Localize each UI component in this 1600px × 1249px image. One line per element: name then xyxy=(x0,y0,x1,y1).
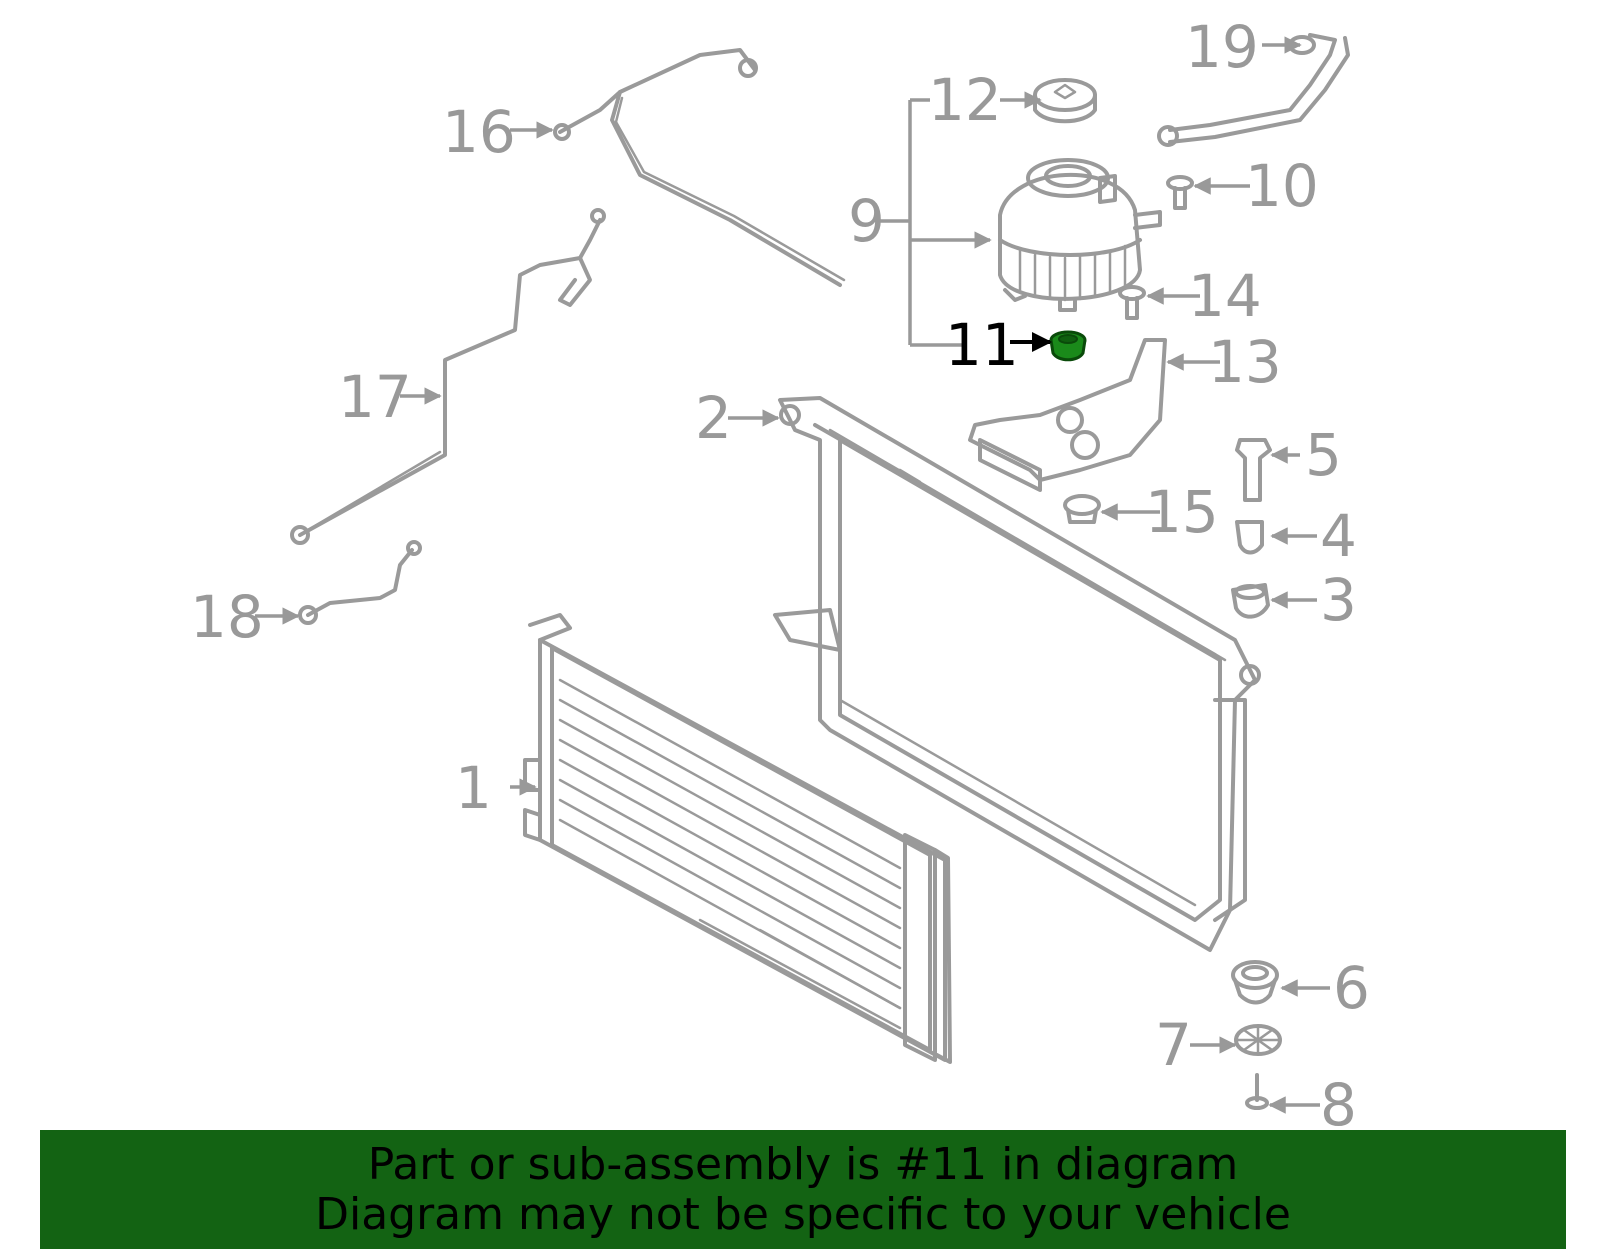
callout-1: 1 xyxy=(455,754,492,822)
banner-line-part-number: Part or sub-assembly is #11 in diagram xyxy=(367,1138,1239,1190)
bolt-part-14[interactable] xyxy=(1118,285,1146,320)
coolant-reservoir-part[interactable] xyxy=(998,158,1162,312)
banner-line-disclaimer: Diagram may not be specific to your vehi… xyxy=(315,1188,1291,1240)
callout-7: 7 xyxy=(1155,1011,1192,1079)
hose-part-17[interactable] xyxy=(290,208,606,545)
callout-12: 12 xyxy=(928,66,1002,134)
callout-11: 11 xyxy=(945,311,1019,379)
info-banner: Part or sub-assembly is #11 in diagram D… xyxy=(40,1130,1566,1249)
callout-17: 17 xyxy=(338,363,412,431)
callout-18: 18 xyxy=(190,583,264,651)
bracket-part-13[interactable] xyxy=(968,338,1167,492)
callout-13: 13 xyxy=(1208,328,1282,396)
radiator-part[interactable] xyxy=(523,613,952,1064)
callout-2: 2 xyxy=(695,384,732,452)
callout-14: 14 xyxy=(1188,262,1262,330)
callout-4: 4 xyxy=(1320,502,1357,570)
callout-16: 16 xyxy=(442,98,516,166)
callout-8: 8 xyxy=(1320,1071,1357,1139)
bolt-part-8[interactable] xyxy=(1245,1073,1269,1110)
callout-labels: 1 2 3 4 5 6 7 8 9 10 11 12 13 14 15 16 1… xyxy=(190,13,1370,1139)
callout-15: 15 xyxy=(1145,478,1219,546)
grommet-part-15[interactable] xyxy=(1063,494,1101,524)
callout-9: 9 xyxy=(848,187,885,255)
hose-part-16[interactable] xyxy=(553,48,846,287)
callout-10: 10 xyxy=(1245,152,1319,220)
grommet-part-6[interactable] xyxy=(1231,960,1279,1005)
callout-5: 5 xyxy=(1305,421,1342,489)
callout-19: 19 xyxy=(1185,13,1259,81)
radiator-support-part[interactable] xyxy=(773,396,1261,952)
clip-part-5[interactable] xyxy=(1235,438,1272,502)
highlighted-part-11[interactable] xyxy=(1049,330,1087,362)
leader-lines xyxy=(255,36,1330,1114)
bolt-part-10[interactable] xyxy=(1166,175,1194,210)
callout-3: 3 xyxy=(1320,566,1357,634)
callout-6: 6 xyxy=(1333,954,1370,1022)
grommet-part-7[interactable] xyxy=(1234,1024,1282,1056)
hose-part-18[interactable] xyxy=(298,540,422,625)
reservoir-cap-part[interactable] xyxy=(1033,78,1097,124)
hose-part-19[interactable] xyxy=(1157,33,1350,147)
clip-part-4[interactable] xyxy=(1235,520,1264,555)
clip-part-3[interactable] xyxy=(1231,583,1270,619)
